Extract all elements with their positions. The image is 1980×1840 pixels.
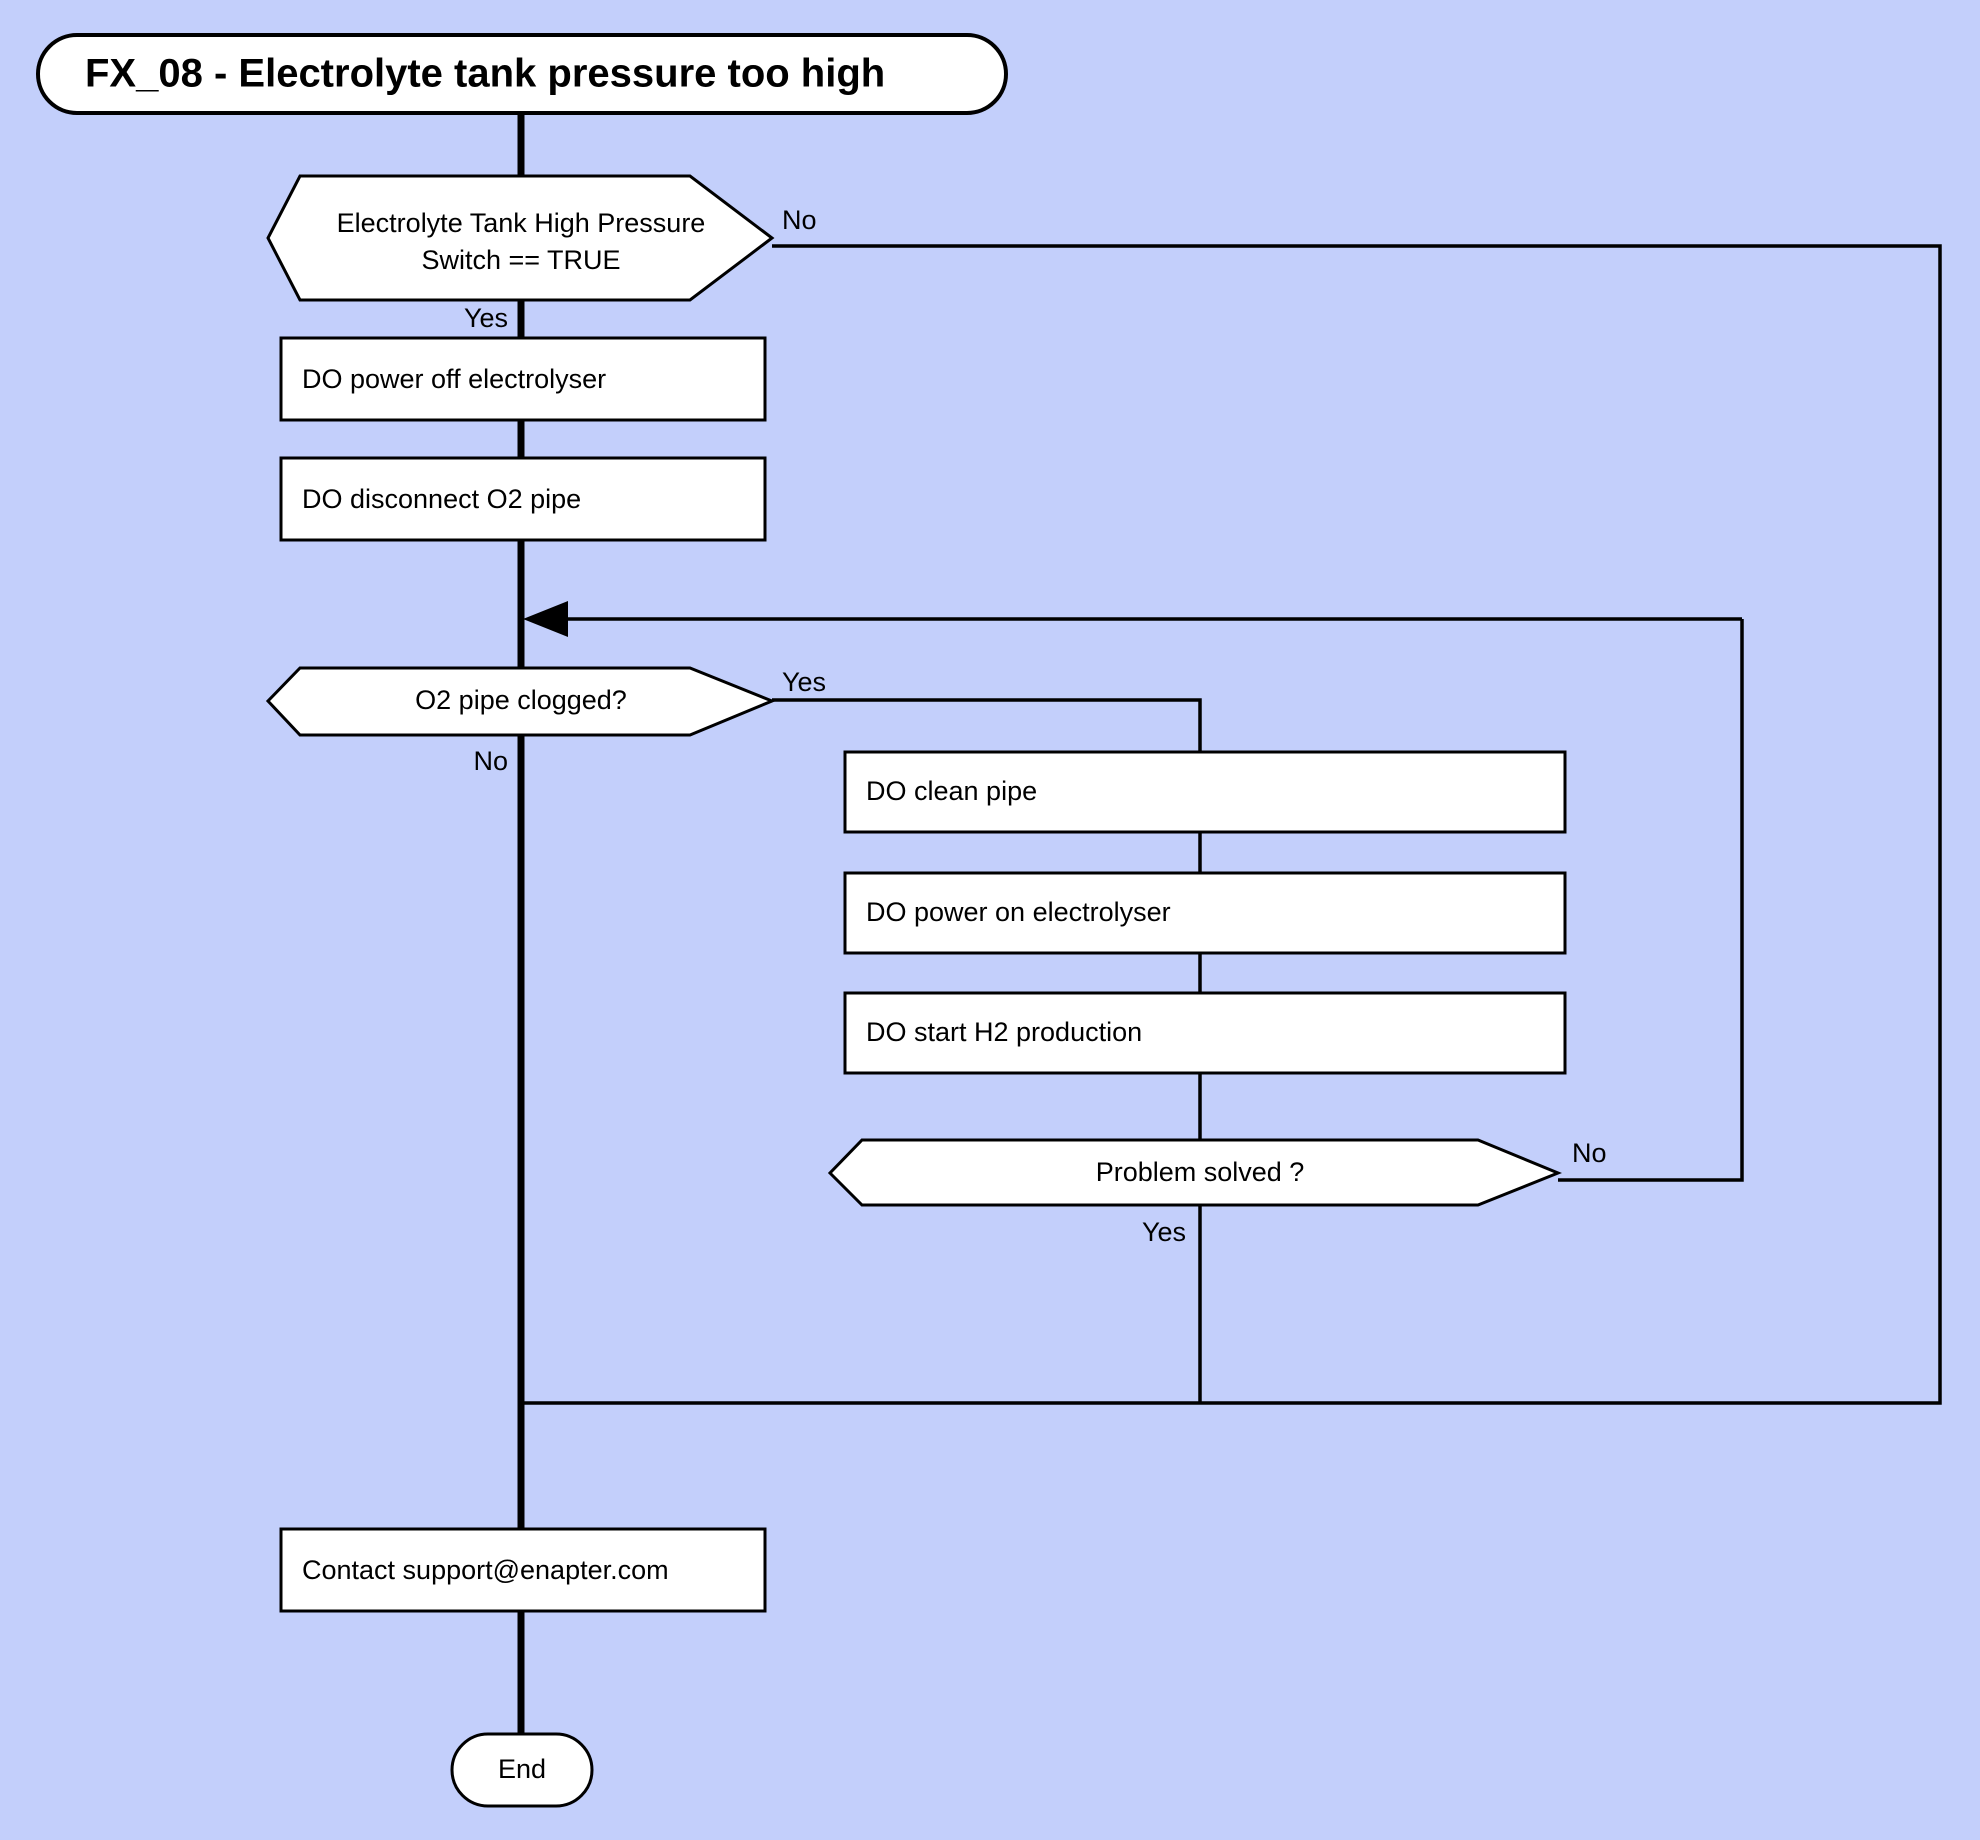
decision-problem-solved-shape[interactable] <box>827 1138 1562 1207</box>
action-contact-support-label: Contact support@enapter.com <box>302 1555 669 1585</box>
edge-label-pipe-no: No <box>473 746 508 776</box>
edge-label-pipe-yes: Yes <box>782 667 826 697</box>
decision-pressure-switch-line1: Electrolyte Tank High Pressure <box>337 208 706 238</box>
decision-pipe-clogged-label: O2 pipe clogged? <box>415 685 627 715</box>
connector-problem-no-loopback <box>1558 619 1744 1182</box>
edge-label-pressure-no: No <box>782 205 817 235</box>
edge-label-problem-yes: Yes <box>1142 1217 1186 1247</box>
decision-pressure-switch-line2: Switch == TRUE <box>421 245 620 275</box>
action-power-on-label: DO power on electrolyser <box>866 897 1171 927</box>
action-clean-pipe-shape[interactable] <box>843 750 1567 834</box>
connector-pressure-no-to-bottom <box>524 244 1942 1405</box>
decision-problem-solved-label: Problem solved ? <box>1096 1157 1305 1187</box>
action-power-off-shape[interactable] <box>279 336 767 422</box>
action-power-on-shape[interactable] <box>843 871 1567 955</box>
arrowhead-loopback <box>523 601 568 637</box>
action-disconnect-o2-label: DO disconnect O2 pipe <box>302 484 581 514</box>
action-contact-support-shape[interactable] <box>279 1527 767 1613</box>
action-start-h2-shape[interactable] <box>843 991 1567 1075</box>
action-clean-pipe-label: DO clean pipe <box>866 776 1037 806</box>
start-title-shape[interactable] <box>36 33 1008 115</box>
action-start-h2-label: DO start H2 production <box>866 1017 1142 1047</box>
action-power-off-label: DO power off electrolyser <box>302 364 606 394</box>
connector-pipe-yes-to-clean-pipe <box>772 698 1202 752</box>
action-disconnect-o2-shape[interactable] <box>279 456 767 542</box>
edge-label-pressure-yes: Yes <box>464 303 508 333</box>
start-title-label: FX_08 - Electrolyte tank pressure too hi… <box>85 52 885 96</box>
end-node-shape[interactable] <box>450 1732 594 1808</box>
end-node-label: End <box>498 1754 546 1784</box>
decision-pressure-switch-shape[interactable] <box>266 174 775 302</box>
edge-label-problem-no: No <box>1572 1138 1607 1168</box>
decision-pipe-clogged-shape[interactable] <box>265 666 776 737</box>
